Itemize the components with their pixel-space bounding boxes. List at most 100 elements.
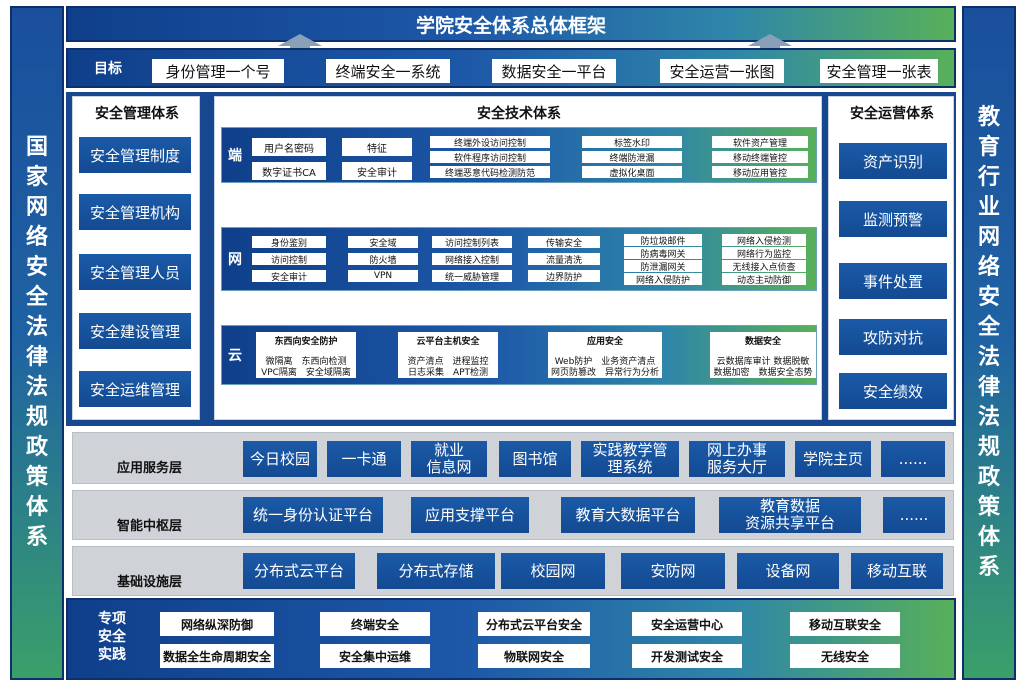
tech-item: 边界防护 [528,270,600,283]
goals-label: 目标 [94,61,122,77]
layer-label: 智能中枢层 [117,519,183,534]
layer-item: 分布式云平台 [243,553,355,589]
tech-item: 访问控制列表 [432,236,512,249]
technology-title: 安全技术体系 [477,106,561,122]
layer-item: 设备网 [737,553,839,589]
tech-item: 访问控制 [252,253,326,266]
left-policy-text: 国家网络安全法律法规政策体系 [25,135,48,550]
tech-item: 网络行为监控 [722,247,806,260]
tech-item: 移动终端管控 [712,151,808,164]
infrastructure-layer: 基础设施层 分布式云平台 分布式存储 校园网 安防网 设备网 移动互联 [72,546,954,596]
management-item: 安全运维管理 [79,371,191,407]
special-label: 专项 安全 实践 [98,611,126,663]
tech-item: 防泄漏网关 [624,260,702,273]
operations-item: 监测预警 [839,201,947,237]
tech-item: 移动应用管控 [712,166,808,179]
layer-item: 应用支撑平台 [411,497,529,533]
goal-item: 安全运营一张图 [660,59,784,83]
tech-item: 无线接入点侦查 [722,260,806,273]
operations-item: 攻防对抗 [839,319,947,355]
cloud-label: 云 [228,348,242,364]
layer-label: 应用服务层 [117,461,183,476]
left-policy-panel: 国家网络安全法律法规政策体系 [10,6,64,680]
special-item: 移动互联安全 [790,612,900,636]
special-item: 网络纵深防御 [160,612,274,636]
layer-item: 学院主页 [795,441,871,477]
network-band: 网 身份鉴别 访问控制 安全审计 安全域 防火墙 VPN 访问控制列表 网络接入… [221,227,817,291]
tech-item: 动态主动防御 [722,273,806,286]
tech-item: 软件程序访问控制 [430,151,550,164]
tech-item: 虚拟化桌面 [582,166,682,179]
tech-item: 网络入侵防护 [624,273,702,286]
management-system: 安全管理体系 安全管理制度 安全管理机构 安全管理人员 安全建设管理 安全运维管… [72,96,200,420]
cloud-group: 数据安全 云数据库审计 数据脱敏数据加密 数据安全态势 [710,332,816,378]
goal-item: 身份管理一个号 [152,59,284,83]
management-item: 安全管理制度 [79,137,191,173]
cloud-group-line: Web防护 业务资产清点 [554,357,656,367]
tech-item: 网络接入控制 [432,253,512,266]
endpoint-band: 端 用户名密码 数字证书CA 特征 安全审计 终端外设访问控制 软件程序访问控制… [221,127,817,183]
tech-item: 标签水印 [582,136,682,149]
layer-item: 一卡通 [327,441,401,477]
cloud-group-line: 数据加密 数据安全态势 [713,368,813,378]
layer-item: 统一身份认证平台 [243,497,383,533]
page-title: 学院安全体系总体框架 [66,6,956,42]
operations-title: 安全运营体系 [850,106,934,122]
tech-item: 软件资产管理 [712,136,808,149]
tech-item: 安全审计 [342,162,412,180]
goals-row: 目标 身份管理一个号 终端安全一系统 数据安全一平台 安全运营一张图 安全管理一… [66,48,956,88]
cloud-group: 应用安全 Web防护 业务资产清点网页防篡改 异常行为分析 [548,332,662,378]
cloud-group-line: 云数据库审计 数据脱敏 [716,357,810,367]
cloud-group-title: 云平台主机安全 [416,337,480,347]
cloud-group-title: 数据安全 [744,337,781,347]
tech-item: 终端防泄漏 [582,151,682,164]
tech-item: 网络入侵检测 [722,234,806,247]
special-item: 安全集中运维 [320,644,430,668]
tech-item: 安全审计 [252,270,326,283]
tech-item: 终端恶意代码检测防范 [430,166,550,179]
special-item: 开发测试安全 [632,644,742,668]
tech-item: 防垃圾邮件 [624,234,702,247]
management-item: 安全管理机构 [79,194,191,230]
cloud-group-line: 网页防篡改 异常行为分析 [550,368,659,378]
tech-item: 身份鉴别 [252,236,326,249]
tech-item: 传输安全 [528,236,600,249]
operations-system: 安全运营体系 资产识别 监测预警 事件处置 攻防对抗 安全绩效 [828,96,954,420]
special-item: 无线安全 [790,644,900,668]
tech-item: 特征 [342,138,412,156]
operations-item: 资产识别 [839,143,947,179]
endpoint-label: 端 [228,148,242,164]
layer-item: 移动互联 [851,553,943,589]
right-policy-text: 教育行业网络安全法律法规政策体系 [977,105,1000,580]
special-item: 安全运营中心 [632,612,742,636]
layer-item: 网上办事 服务大厅 [689,441,785,477]
layer-item: 图书馆 [499,441,571,477]
management-title: 安全管理体系 [95,106,179,122]
special-item: 终端安全 [320,612,430,636]
layer-label: 基础设施层 [117,575,183,590]
layer-item: ...... [881,441,945,477]
tech-item: 数字证书CA [252,162,326,180]
cloud-group-line: 微隔离 东西向检测 [265,357,347,367]
page-title-text: 学院安全体系总体框架 [415,14,606,37]
application-layer: 应用服务层 今日校园 一卡通 就业 信息网 图书馆 实践教学管 理系统 网上办事… [72,432,954,484]
special-practice: 专项 安全 实践 网络纵深防御 数据全生命周期安全 终端安全 安全集中运维 分布… [66,598,956,680]
layer-item: 就业 信息网 [411,441,487,477]
tech-item: 终端外设访问控制 [430,136,550,149]
goal-item: 安全管理一张表 [820,59,938,83]
tech-item: 流量清洗 [528,253,600,266]
operations-item: 事件处置 [839,263,947,299]
tech-item: 统一威胁管理 [432,270,512,283]
layer-item: 教育大数据平台 [561,497,695,533]
tech-item: VPN [348,270,418,282]
special-item: 物联网安全 [478,644,590,668]
tech-item: 安全域 [348,236,418,249]
special-item: 数据全生命周期安全 [160,644,274,668]
network-label: 网 [228,252,242,268]
cloud-group: 云平台主机安全 资产清点 进程监控日志采集 APT检测 [398,332,498,378]
right-policy-panel: 教育行业网络安全法律法规政策体系 [962,6,1016,680]
cloud-group-line: 资产清点 进程监控 [407,357,489,367]
operations-item: 安全绩效 [839,373,947,409]
layer-item: 实践教学管 理系统 [581,441,679,477]
